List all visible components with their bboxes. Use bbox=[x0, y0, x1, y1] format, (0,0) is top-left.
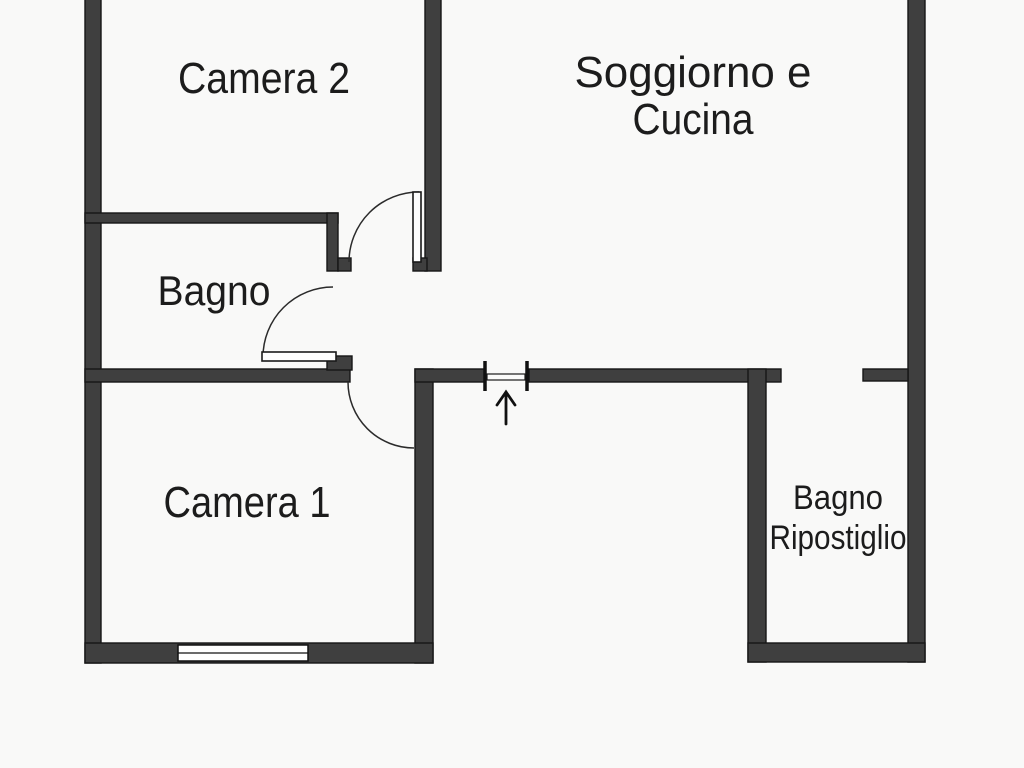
label-camera1: Camera 1 bbox=[164, 478, 331, 527]
room-labels: Camera 2 Soggiorno e Cucina Bagno Camera… bbox=[158, 48, 907, 557]
wall-bagno-stub-foot bbox=[337, 257, 352, 272]
bagno-door-leaf bbox=[261, 351, 337, 362]
entrance-arrow-icon bbox=[495, 389, 517, 426]
wall-bagno-right-stub bbox=[326, 212, 339, 272]
camera1-door-arc bbox=[347, 381, 415, 449]
wall-right-exterior bbox=[907, 0, 926, 663]
label-soggiorno-line1: Soggiorno e bbox=[575, 48, 812, 97]
wall-camera2-soggiorno-divider bbox=[424, 0, 442, 272]
wall-spine-mid bbox=[414, 368, 486, 383]
entrance-doorway bbox=[483, 361, 529, 426]
wall-bagnorip-left bbox=[747, 368, 767, 663]
wall-spine-right bbox=[528, 368, 782, 383]
wall-spine-left bbox=[84, 368, 351, 383]
walls bbox=[84, 0, 926, 664]
camera2-door-arc bbox=[348, 191, 420, 263]
doors bbox=[261, 191, 529, 449]
label-bagno: Bagno bbox=[158, 267, 271, 314]
camera2-door-leaf bbox=[412, 191, 422, 263]
label-bagnorip-line2: Ripostiglio bbox=[770, 519, 907, 557]
entrance-threshold bbox=[486, 373, 526, 381]
wall-left-exterior bbox=[84, 0, 102, 664]
label-bagnorip-line1: Bagno bbox=[793, 479, 883, 517]
camera1-window bbox=[177, 644, 309, 662]
label-camera2: Camera 2 bbox=[178, 54, 350, 103]
label-soggiorno-line2: Cucina bbox=[633, 95, 754, 144]
wall-camera1-right bbox=[414, 368, 434, 664]
bagno-door-arc bbox=[262, 286, 334, 358]
wall-bagnorip-bottom bbox=[747, 642, 926, 663]
wall-bagnorip-top-right bbox=[862, 368, 909, 382]
wall-bagno-top bbox=[84, 212, 339, 224]
